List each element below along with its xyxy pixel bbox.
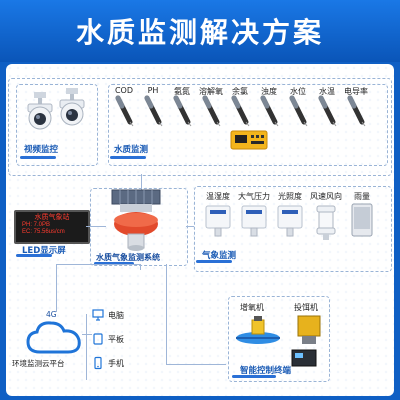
probe-sensor-icon	[260, 95, 279, 127]
probe-sensor-icon	[231, 95, 250, 127]
probe-icon-group	[115, 95, 366, 127]
led-label-underline	[16, 254, 52, 257]
device-label: 电脑	[108, 310, 124, 320]
connector-line	[140, 264, 141, 270]
device-item: 电脑	[92, 308, 124, 322]
probe-sensor-icon	[115, 95, 134, 127]
probe-sensor-icon	[289, 95, 308, 127]
led-line: 水质气象站	[34, 214, 70, 221]
aerator-icon	[236, 316, 280, 344]
connector-line	[56, 264, 140, 265]
network-label: 4G	[46, 310, 57, 319]
station-label: 水质气象监测系统	[96, 253, 160, 262]
probe-sensor-icon	[202, 95, 221, 127]
top-monitor-group	[8, 78, 392, 176]
led-line: PH: 7.0PB	[22, 222, 51, 228]
phone-icon	[94, 356, 102, 370]
weather-box	[194, 186, 392, 272]
probe-label: 水温	[319, 87, 335, 96]
station-label-underline	[94, 262, 134, 265]
probe-label: PH	[147, 86, 159, 95]
cloud-platform-label: 环境监测云平台	[12, 359, 65, 368]
page-title-text: 水质监测解决方案	[75, 16, 324, 49]
weather-sensor-icon	[351, 203, 373, 237]
video-monitor-box	[16, 84, 98, 166]
connector-line	[166, 364, 226, 365]
probe-label: COD	[114, 86, 134, 95]
weather-sensor-label: 温湿度	[206, 192, 230, 201]
weather-sensor-icon	[277, 205, 303, 237]
weather-sensor-label: 风速风向	[310, 192, 342, 201]
probe-label: 氨氮	[174, 87, 190, 96]
control-item-label: 增氧机	[240, 303, 264, 312]
device-item: 平板	[92, 332, 124, 346]
station-box	[90, 188, 188, 266]
device-label: 平板	[108, 334, 124, 344]
camera-icon	[27, 92, 53, 130]
weather-sensor-label: 大气压力	[238, 192, 270, 201]
control-label-underline	[232, 375, 276, 378]
connector-line	[186, 226, 194, 227]
probe-label: 电导率	[344, 87, 368, 96]
cloud-icon	[26, 321, 81, 354]
diagram-panel: 视频监控 COD PH 氨氮溶解氧余氯 浊度 水位 水温电导率 水质监测 水质气象监测系统…	[6, 64, 394, 396]
connector-line	[86, 226, 106, 227]
probe-sensor-icon	[318, 95, 337, 127]
weather-sensor-icon	[205, 205, 231, 237]
water-quality-label: 水质监测	[114, 145, 149, 155]
probe-sensor-icon	[173, 95, 192, 127]
weather-icon-group	[205, 203, 373, 240]
feeder-icon	[297, 315, 321, 344]
connector-line	[82, 334, 92, 335]
control-cabinet-icon	[291, 349, 317, 367]
water-quality-box	[108, 84, 388, 166]
weather-label-underline	[196, 260, 232, 263]
weather-sensor-label: 雨量	[354, 192, 370, 201]
probe-label: 水位	[290, 87, 306, 96]
computer-icon	[92, 309, 104, 321]
led-line: EC: 75.56us/cm	[22, 229, 65, 235]
led-display: 水质气象站 PH: 7.0PB EC: 75.56us/cm	[14, 210, 90, 244]
probe-label: 浊度	[261, 87, 277, 96]
weather-sensor-icon	[316, 205, 336, 240]
sensor-controller-icon	[230, 130, 268, 150]
camera-icon	[59, 88, 85, 126]
weather-sensor-label: 光照度	[278, 192, 302, 201]
device-label: 手机	[108, 358, 124, 368]
page-title: 水质监测解决方案	[0, 0, 400, 62]
video-label-underline	[20, 156, 56, 159]
video-monitor-label: 视频监控	[24, 145, 59, 155]
weather-sensor-icon	[241, 205, 267, 237]
control-terminal-box	[228, 296, 330, 382]
probe-sensor-icon	[144, 95, 163, 127]
control-item-label: 投饵机	[294, 303, 318, 312]
probe-sensor-icon	[347, 95, 366, 127]
tablet-icon	[93, 333, 103, 345]
connector-line	[166, 264, 167, 364]
device-item: 手机	[92, 356, 124, 370]
connector-line	[141, 174, 142, 190]
led-label: LED显示屏	[22, 246, 66, 256]
station-icon	[111, 189, 161, 251]
water-label-underline	[110, 156, 146, 159]
probe-label: 溶解氧	[199, 87, 223, 96]
weather-monitor-label: 气象监测	[202, 251, 237, 261]
connector-line	[86, 314, 87, 380]
probe-label: 余氯	[232, 87, 248, 96]
control-terminal-label: 智能控制终端	[240, 366, 292, 376]
connector-line	[56, 264, 57, 312]
